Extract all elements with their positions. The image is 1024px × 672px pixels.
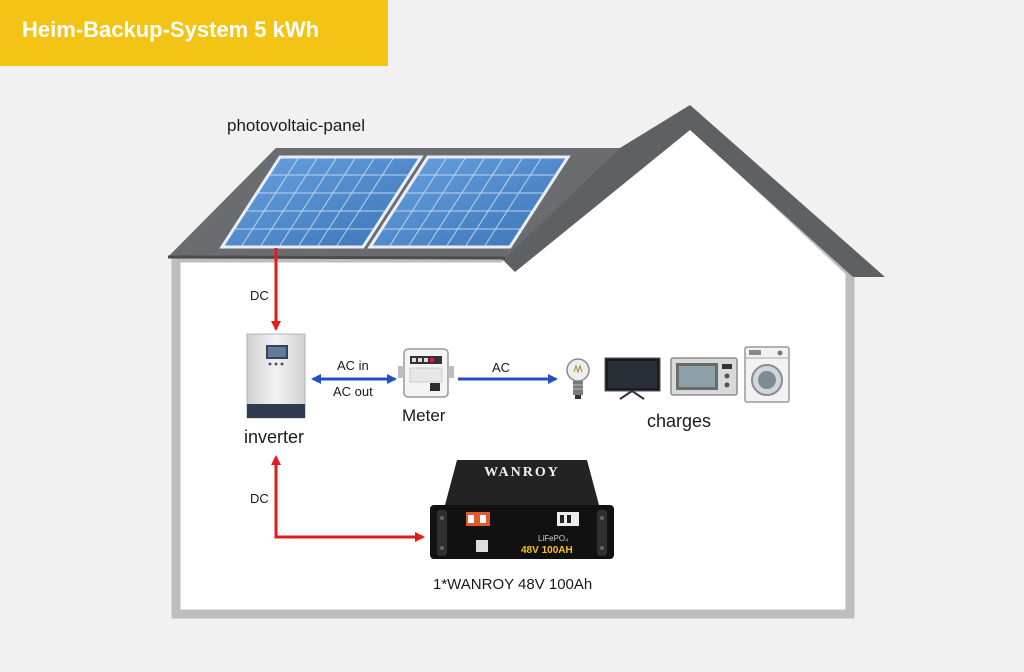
meter-label: Meter xyxy=(402,406,446,425)
solar-panel-left xyxy=(219,155,424,249)
dc-arrow-inverter-battery xyxy=(271,455,425,542)
ac-in-label: AC in xyxy=(337,358,369,373)
solar-panels xyxy=(219,155,571,249)
battery-caption: 1*WANROY 48V 100Ah xyxy=(433,576,593,593)
dc-bottom-label: DC xyxy=(250,491,269,506)
inverter-device xyxy=(246,333,306,419)
battery-brand-text: WANROY xyxy=(484,465,560,480)
dc-top-label: DC xyxy=(250,288,269,303)
battery-rating-text: 48V 100AH xyxy=(521,545,573,556)
ac-label: AC xyxy=(492,360,511,375)
title-banner: Heim-Backup-System 5 kWh xyxy=(0,0,388,66)
battery-pack: WANROY LiFePO₄ 48V 100AH xyxy=(430,460,614,559)
charges-label: charges xyxy=(647,411,712,431)
battery-chemistry-text: LiFePO₄ xyxy=(538,534,568,543)
tv-icon xyxy=(604,357,661,400)
meter-device xyxy=(398,348,454,398)
microwave-icon xyxy=(670,357,738,396)
solar-panel-right xyxy=(367,155,571,249)
ac-out-label: AC out xyxy=(333,384,373,399)
washing-machine-icon xyxy=(744,346,790,403)
panel-label: photovoltaic-panel xyxy=(227,116,365,135)
inverter-label: inverter xyxy=(244,427,305,447)
page-title: Heim-Backup-System 5 kWh xyxy=(22,17,320,42)
light-bulb-icon xyxy=(566,358,590,399)
